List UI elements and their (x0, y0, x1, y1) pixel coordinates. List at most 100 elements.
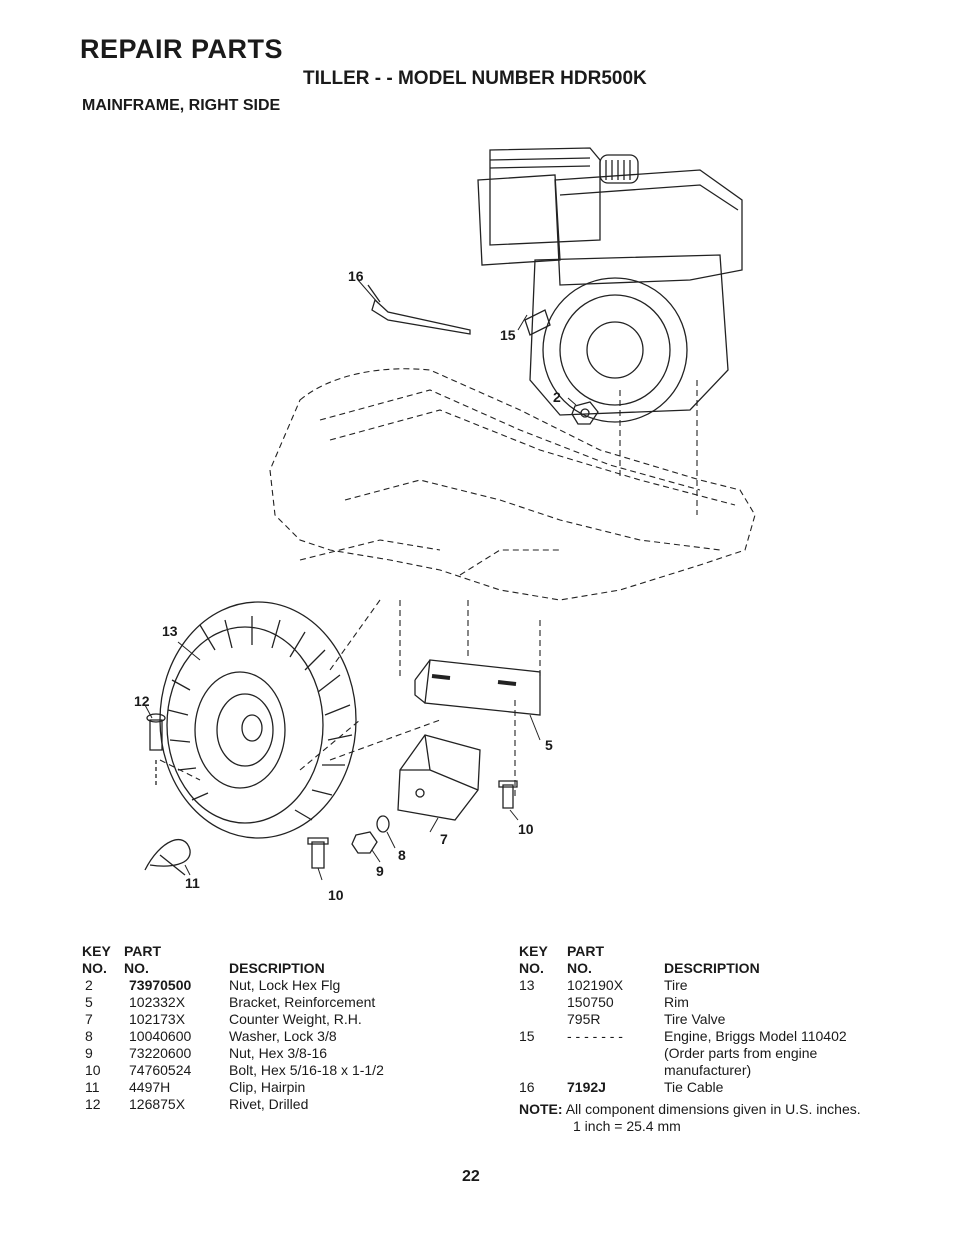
part-no: - - - - - - - (567, 1028, 623, 1044)
header-key: KEY (519, 943, 548, 959)
header-part: PART (124, 943, 162, 959)
callout-7: 7 (440, 831, 448, 847)
header-key-no: NO. (519, 960, 544, 976)
description: Tire Valve (664, 1011, 726, 1027)
header-description: DESCRIPTION (229, 960, 325, 976)
key-no: 15 (519, 1028, 535, 1044)
header-key-no: NO. (82, 960, 107, 976)
description: Counter Weight, R.H. (229, 1011, 362, 1027)
reinforcement-bracket-illustration (414, 659, 541, 716)
callout-12: 12 (134, 693, 150, 709)
page-title: REPAIR PARTS (80, 34, 284, 64)
key-no: 12 (85, 1096, 101, 1112)
engine-illustration (477, 147, 743, 423)
description: Clip, Hairpin (229, 1079, 306, 1095)
header-part-no: NO. (124, 960, 149, 976)
table-row: manufacturer) (519, 1062, 919, 1079)
description: (Order parts from engine (664, 1045, 818, 1061)
key-no: 10 (85, 1062, 101, 1078)
callout-10-left: 10 (328, 887, 344, 903)
key-no: 9 (85, 1045, 93, 1061)
table-row: 12 126875X Rivet, Drilled (82, 1096, 442, 1113)
header-part: PART (567, 943, 605, 959)
callout-8: 8 (398, 847, 406, 863)
table-row: 11 4497H Clip, Hairpin (82, 1079, 442, 1096)
callout-5: 5 (545, 737, 553, 753)
description: Bolt, Hex 5/16-18 x 1-1/2 (229, 1062, 384, 1078)
table-row: 15 - - - - - - - Engine, Briggs Model 11… (519, 1028, 919, 1045)
parts-table-right: KEY PART NO. NO. DESCRIPTION 13 102190X … (519, 943, 919, 1096)
hex-bolt-right-illustration (498, 780, 518, 809)
hairpin-clip-illustration (144, 839, 191, 876)
key-no: 13 (519, 977, 535, 993)
callout-9: 9 (376, 863, 384, 879)
description: Bracket, Reinforcement (229, 994, 376, 1010)
exploded-parts-diagram: 16 15 2 13 12 5 7 8 9 10 10 11 (134, 147, 756, 903)
description: Nut, Lock Hex Flg (229, 977, 341, 993)
note-line-2: 1 inch = 25.4 mm (573, 1118, 681, 1134)
table-row: (Order parts from engine (519, 1045, 919, 1062)
part-no: 102173X (129, 1011, 186, 1027)
callout-11: 11 (185, 875, 200, 891)
callout-15: 15 (500, 327, 516, 343)
key-no: 5 (85, 994, 93, 1010)
part-no: 73970500 (129, 977, 192, 993)
section-heading: MAINFRAME, RIGHT SIDE (82, 97, 281, 114)
part-no: 126875X (129, 1096, 186, 1112)
callout-16: 16 (348, 268, 364, 284)
table-row: 150750 Rim (519, 994, 919, 1011)
hex-bolt-left-illustration (307, 837, 329, 869)
key-no: 8 (85, 1028, 93, 1044)
part-no: 73220600 (129, 1045, 192, 1061)
header-part-no: NO. (567, 960, 592, 976)
note-line-1: All component dimensions given in U.S. i… (565, 1101, 861, 1117)
description: Engine, Briggs Model 110402 (664, 1028, 847, 1044)
callout-13: 13 (162, 623, 178, 639)
header-key: KEY (82, 943, 111, 959)
table-row: 13 102190X Tire (519, 977, 919, 994)
description: Rivet, Drilled (229, 1096, 309, 1112)
header-description: DESCRIPTION (664, 960, 760, 976)
description: Tie Cable (664, 1079, 724, 1095)
key-no: 7 (85, 1011, 93, 1027)
part-no: 102332X (129, 994, 186, 1010)
key-no: 2 (85, 977, 93, 993)
tie-cable-illustration (367, 284, 471, 335)
description: Nut, Hex 3/8-16 (229, 1045, 328, 1061)
counter-weight-illustration (397, 734, 481, 821)
callout-2: 2 (553, 389, 561, 405)
key-no: 11 (85, 1079, 100, 1095)
page-number: 22 (462, 1168, 480, 1185)
parts-table-left: KEY PART NO. NO. DESCRIPTION 2 73970500 … (82, 943, 442, 1113)
description: Rim (664, 994, 689, 1010)
table-row: 16 7192J Tie Cable (519, 1079, 919, 1096)
description: manufacturer) (664, 1062, 752, 1078)
part-no: 795R (567, 1011, 601, 1027)
table-row: 9 73220600 Nut, Hex 3/8-16 (82, 1045, 442, 1062)
table-row: 2 73970500 Nut, Lock Hex Flg (82, 977, 442, 994)
hex-nut-illustration (351, 831, 378, 854)
drilled-rivet-illustration (146, 713, 166, 785)
part-no: 150750 (567, 994, 614, 1010)
part-no: 10040600 (129, 1028, 192, 1044)
note-label: NOTE: (519, 1101, 563, 1117)
table-row: 7 102173X Counter Weight, R.H. (82, 1011, 442, 1028)
part-no: 7192J (567, 1079, 606, 1095)
callout-10-right: 10 (518, 821, 534, 837)
table-row: 10 74760524 Bolt, Hex 5/16-18 x 1-1/2 (82, 1062, 442, 1079)
wheel-tire-illustration (159, 601, 357, 839)
part-no: 4497H (129, 1079, 171, 1095)
lock-nut-illustration (571, 401, 599, 425)
dimension-note: NOTE: All component dimensions given in … (519, 1101, 861, 1135)
part-no: 74760524 (129, 1062, 192, 1078)
table-row: 8 10040600 Washer, Lock 3/8 (82, 1028, 442, 1045)
table-row: 795R Tire Valve (519, 1011, 919, 1028)
key-no: 16 (519, 1079, 535, 1095)
description: Washer, Lock 3/8 (229, 1028, 337, 1044)
part-no: 102190X (567, 977, 624, 993)
model-subtitle: TILLER - - MODEL NUMBER HDR500K (303, 68, 647, 89)
mainframe-dashed-outline (159, 368, 756, 800)
description: Tire (664, 977, 688, 993)
lock-washer-illustration (376, 815, 390, 833)
table-row: 5 102332X Bracket, Reinforcement (82, 994, 442, 1011)
